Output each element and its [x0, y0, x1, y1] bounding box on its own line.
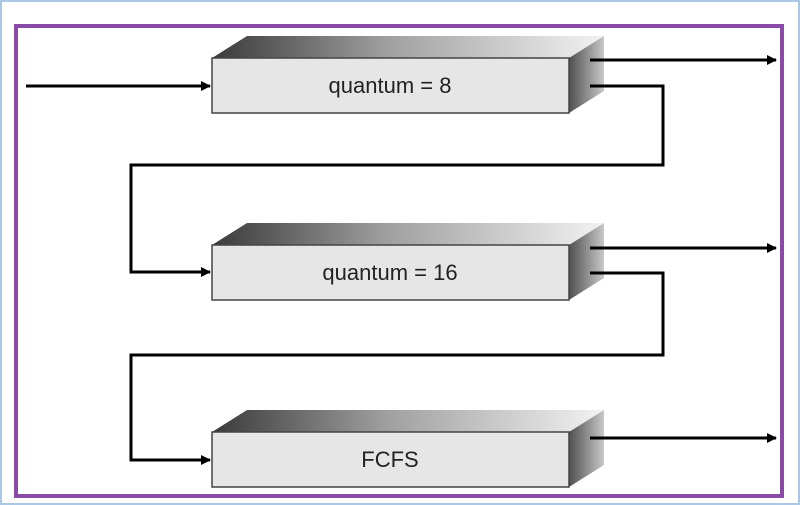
- queue-box-1: quantum = 8: [211, 36, 604, 114]
- feedback-arrow-1-to-2: [129, 84, 665, 277]
- queue-box-3: FCFS: [211, 410, 604, 488]
- queue-label-3: FCFS: [361, 447, 418, 472]
- feedback-arrow-2-to-3: [129, 271, 665, 465]
- queue-label-2: quantum = 16: [322, 260, 457, 285]
- queue-label-1: quantum = 8: [329, 73, 452, 98]
- queue-box-2: quantum = 16: [211, 223, 604, 301]
